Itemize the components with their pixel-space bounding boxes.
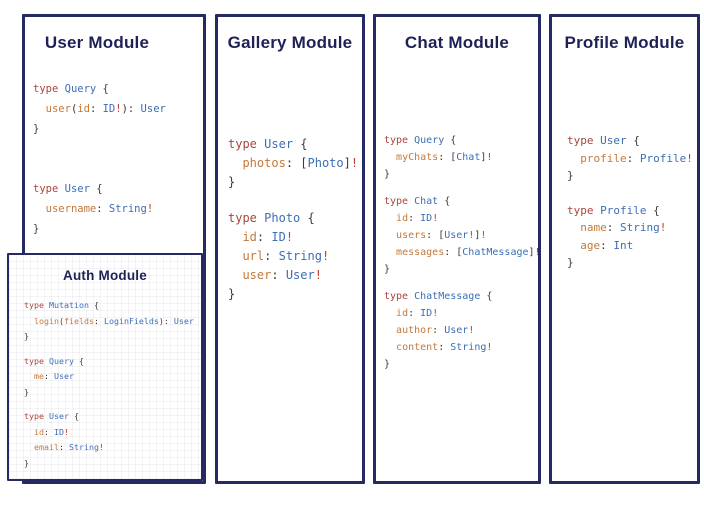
code-line: type User { (228, 137, 308, 151)
code-line: } (384, 169, 391, 180)
code-line: } (567, 169, 574, 182)
code-line: age: Int (580, 238, 634, 252)
code-line: profile: Profile! (580, 151, 693, 165)
code-line: name: String! (580, 221, 667, 234)
code-line: me: User (34, 371, 74, 381)
code-line: user: User! (242, 268, 322, 282)
panel-title-gallery-module: Gallery Module (227, 33, 353, 52)
panel-title-chat-module: Chat Module (404, 33, 510, 52)
code-line: myChats: [Chat]! (396, 152, 493, 163)
code-line: id: ID! (34, 426, 69, 437)
code-line: type ChatMessage { (384, 291, 493, 302)
code-line: } (384, 359, 391, 370)
panel-auth-module: Auth Module type Mutation { login(fields… (7, 253, 203, 481)
code-line: } (228, 175, 236, 189)
code-type-block: type User { profile: Profile!} (567, 132, 693, 185)
code-line: author: User! (396, 325, 475, 336)
code-block-user-module: type Query { user(id: ID!): User}type Us… (33, 79, 166, 279)
code-line: } (567, 256, 574, 269)
code-line: id: ID! (396, 308, 439, 319)
code-line: } (24, 331, 29, 341)
code-line: messages: [ChatMessage]! (396, 247, 541, 258)
panel-gallery-module: Gallery Module type User { photos: [Phot… (215, 14, 365, 484)
code-line: } (228, 287, 236, 301)
code-block-gallery-module: type User { photos: [Photo]!}type Photo … (228, 135, 358, 321)
code-line: id: ID! (396, 213, 439, 224)
code-block-auth-module: type Mutation { login(fields: LoginField… (24, 298, 194, 480)
code-type-block: type User { photos: [Photo]!} (228, 135, 358, 192)
code-line: type Query { (33, 83, 109, 95)
code-type-block: type Profile { name: String! age: Int} (567, 202, 693, 272)
code-type-block: type User { id: ID! email: String!} (24, 409, 194, 471)
code-line: } (24, 457, 29, 468)
code-line: type User { (33, 183, 103, 195)
code-line: username: String! (45, 203, 154, 215)
panel-title-user-module: User Module (44, 33, 150, 52)
code-type-block: type Photo { id: ID! url: String! user: … (228, 209, 358, 304)
code-type-block: type Query { user(id: ID!): User} (33, 79, 166, 139)
panel-profile-module: Profile Module type User { profile: Prof… (549, 14, 700, 484)
code-line: user(id: ID!): User (45, 103, 166, 115)
code-type-block: type Mutation { login(fields: LoginField… (24, 298, 194, 345)
code-type-block: type Chat { id: ID! users: [User!]! mess… (384, 193, 541, 278)
code-type-block: type Query { me: User} (24, 354, 194, 401)
code-type-block: type User { username: String!} (33, 179, 166, 239)
code-line: } (384, 264, 391, 275)
code-line: url: String! (242, 249, 330, 263)
code-line: } (24, 386, 29, 397)
code-line: type Chat { (384, 196, 451, 207)
code-line: type User { (567, 134, 640, 147)
code-line: login(fields: LoginFields): User (34, 315, 194, 326)
code-line: id: ID! (242, 230, 294, 244)
code-line: type Profile { (567, 203, 660, 217)
code-line: type Query { (24, 355, 84, 366)
code-block-profile-module: type User { profile: Profile!}type Profi… (567, 132, 693, 289)
code-type-block: type ChatMessage { id: ID! author: User!… (384, 288, 541, 373)
panel-title-profile-module: Profile Module (564, 33, 685, 52)
code-line: type Query { (384, 135, 457, 146)
code-line: } (33, 123, 40, 135)
code-line: content: String! (396, 342, 493, 353)
code-line: photos: [Photo]! (242, 156, 359, 170)
code-line: type Mutation { (24, 300, 99, 310)
code-block-chat-module: type Query { myChats: [Chat]!}type Chat … (384, 132, 541, 383)
code-line: type Photo { (228, 211, 315, 225)
panel-chat-module: Chat Module type Query { myChats: [Chat]… (373, 14, 541, 484)
code-line: } (33, 223, 40, 235)
code-line: email: String! (34, 442, 104, 452)
code-line: type User { (24, 411, 79, 421)
code-line: users: [User!]! (396, 230, 487, 241)
code-type-block: type Query { myChats: [Chat]!} (384, 132, 541, 183)
panel-title-auth-module: Auth Module (63, 268, 147, 283)
